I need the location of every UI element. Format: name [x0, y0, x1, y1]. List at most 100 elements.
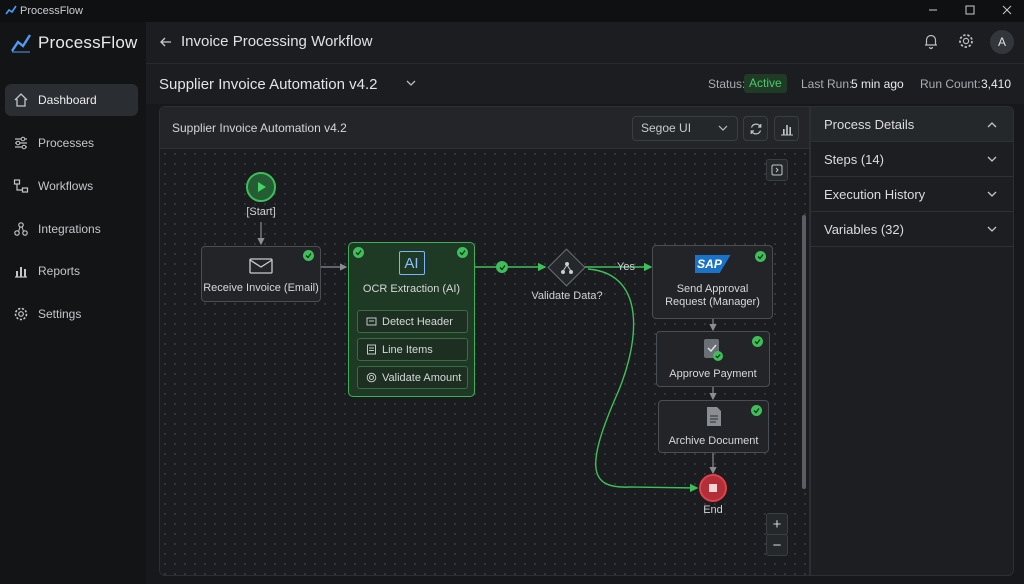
play-icon — [258, 182, 266, 192]
window-titlebar: ProcessFlow — [0, 0, 1024, 22]
chevron-up-icon — [987, 122, 997, 128]
check-icon — [751, 405, 762, 416]
start-label: [Start] — [246, 206, 276, 218]
workflow-canvas-panel: Supplier Invoice Automation v4.2 Segoe U… — [159, 106, 810, 576]
node-ocr-extraction[interactable]: AI OCR Extraction (AI) Detect Header Lin… — [348, 242, 475, 397]
brand[interactable]: ProcessFlow — [10, 32, 138, 54]
sidebar-item-settings[interactable]: Settings — [5, 298, 138, 330]
check-icon — [457, 247, 468, 258]
bar-chart-icon — [780, 124, 793, 135]
font-select-value: Segoe UI — [641, 121, 692, 135]
exit-fullscreen-button[interactable] — [766, 159, 788, 181]
status-label: Status: — [708, 77, 746, 91]
connector-lines — [257, 222, 717, 493]
check-icon — [755, 251, 766, 262]
accordion-variables[interactable]: Variables (32) — [811, 212, 1013, 247]
sidebar-item-processes[interactable]: Processes — [5, 127, 138, 159]
list-icon — [367, 344, 376, 355]
ocr-step-detect-header[interactable]: Detect Header — [357, 310, 468, 333]
ocr-step-label: Detect Header — [382, 315, 453, 328]
yes-branch-label: Yes — [617, 261, 635, 273]
close-button[interactable] — [990, 0, 1024, 20]
maximize-button[interactable] — [953, 0, 987, 20]
details-panel: Process Details Steps (14) Execution His… — [810, 106, 1014, 576]
sap-logo-icon: SAP — [694, 255, 731, 273]
node-label: Archive Document — [668, 435, 759, 447]
maximize-icon — [965, 5, 975, 15]
refresh-icon — [750, 123, 761, 134]
chevron-down-icon — [987, 226, 997, 232]
user-avatar[interactable]: A — [990, 30, 1014, 54]
sidebar-item-integrations[interactable]: Integrations — [5, 213, 138, 245]
ocr-step-line-items[interactable]: Line Items — [357, 338, 468, 361]
chevron-down-icon — [987, 191, 997, 197]
node-send-approval[interactable]: SAP Send Approval Request (Manager) — [652, 245, 773, 319]
home-icon — [14, 93, 28, 107]
accordion-process-details[interactable]: Process Details — [811, 107, 1013, 142]
sliders-icon — [15, 136, 27, 150]
brand-logo-icon — [11, 34, 32, 53]
coin-icon — [366, 372, 377, 383]
font-select[interactable]: Segoe UI — [632, 116, 738, 141]
sidebar-item-label: Dashboard — [38, 93, 97, 107]
chevron-down-icon[interactable] — [406, 79, 416, 87]
run-count-label: Run Count: — [920, 77, 981, 91]
zoom-out-button[interactable]: − — [766, 534, 788, 556]
process-name[interactable]: Supplier Invoice Automation v4.2 — [159, 76, 378, 93]
node-label: OCR Extraction (AI) — [362, 283, 461, 295]
vertical-scrollbar[interactable] — [802, 215, 806, 489]
ai-icon: AI — [398, 251, 425, 275]
node-approve-payment[interactable]: Approve Payment — [656, 331, 770, 387]
status-badge: Active — [744, 74, 787, 93]
app-logo-icon — [5, 5, 17, 15]
sidebar-item-reports[interactable]: Reports — [5, 255, 138, 287]
page-title: Invoice Processing Workflow — [181, 33, 373, 50]
sidebar-item-label: Workflows — [38, 179, 94, 193]
node-archive-document[interactable]: Archive Document — [658, 400, 769, 453]
bell-icon[interactable] — [922, 32, 940, 50]
node-label: Send Approval Request (Manager) — [665, 283, 760, 308]
gear-icon — [14, 307, 28, 321]
accordion-execution-history[interactable]: Execution History — [811, 177, 1013, 212]
integrations-icon — [14, 222, 28, 236]
envelope-icon — [249, 258, 273, 274]
ocr-step-label: Line Items — [382, 343, 433, 356]
sidebar-item-label: Integrations — [38, 222, 101, 236]
node-label: Approve Payment — [669, 368, 757, 380]
run-count-value: 3,410 — [981, 77, 1012, 91]
sidebar-item-dashboard[interactable]: Dashboard — [5, 84, 138, 116]
minimize-icon — [929, 9, 937, 11]
node-receive-invoice[interactable]: Receive Invoice (Email) — [201, 246, 321, 302]
chevron-down-icon — [718, 125, 728, 131]
chevron-down-icon — [987, 156, 997, 162]
ocr-step-validate-amount[interactable]: Validate Amount — [357, 366, 468, 389]
sidebar: ProcessFlow Dashboard Processes Workflow… — [0, 22, 146, 584]
refresh-button[interactable] — [743, 116, 768, 141]
last-run-value: 5 min ago — [851, 77, 904, 91]
canvas-toolbar: Supplier Invoice Automation v4.2 Segoe U… — [160, 107, 809, 149]
approved-document-icon — [704, 339, 723, 361]
window-title: ProcessFlow — [20, 5, 83, 17]
stop-icon — [709, 484, 717, 492]
accordion-label: Steps (14) — [824, 151, 884, 167]
end-label: End — [703, 504, 723, 516]
bar-chart-icon — [15, 267, 27, 278]
workflow-canvas[interactable]: [Start] Receive Invoice (Email) AI OCR E… — [160, 149, 809, 575]
document-icon — [366, 317, 377, 326]
settings-gear-icon[interactable] — [957, 32, 975, 50]
panel-toggle-icon — [771, 164, 783, 176]
back-arrow-icon[interactable] — [158, 34, 174, 50]
minimize-button[interactable] — [916, 0, 950, 20]
end-node[interactable] — [699, 474, 727, 502]
analytics-button[interactable] — [774, 116, 799, 141]
check-icon — [752, 336, 763, 347]
page-header: Invoice Processing Workflow A — [146, 22, 1024, 64]
accordion-steps[interactable]: Steps (14) — [811, 142, 1013, 177]
zoom-in-button[interactable]: + — [766, 513, 788, 535]
sidebar-item-workflows[interactable]: Workflows — [5, 170, 138, 202]
start-node[interactable] — [246, 172, 276, 202]
sidebar-item-label: Processes — [38, 136, 95, 150]
check-icon — [496, 261, 508, 273]
check-icon — [353, 247, 364, 258]
canvas-title: Supplier Invoice Automation v4.2 — [172, 121, 347, 135]
